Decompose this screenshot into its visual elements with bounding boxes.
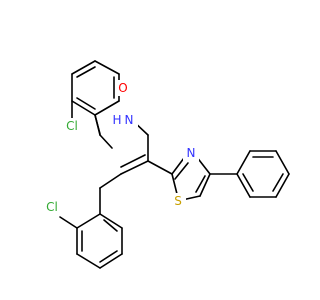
bond xyxy=(99,253,123,269)
bond-inner xyxy=(99,250,118,263)
oxygen-atom: O xyxy=(115,80,131,96)
atom-label-n: N xyxy=(187,146,196,160)
bond xyxy=(99,134,113,149)
nitrogen-atom-amide: H N xyxy=(110,110,138,128)
bond xyxy=(99,173,122,189)
atom-label-cl: Cl xyxy=(66,119,78,133)
bond xyxy=(275,173,290,198)
bond xyxy=(99,213,123,229)
bond xyxy=(71,60,96,75)
atom-label-o: O xyxy=(118,81,127,95)
bond xyxy=(94,114,101,136)
bond xyxy=(71,100,96,116)
bond xyxy=(59,216,78,229)
bond xyxy=(120,154,146,168)
bond xyxy=(174,162,189,180)
atom-label-cl: Cl xyxy=(46,200,58,214)
atom-label-s: S xyxy=(174,194,182,208)
bond xyxy=(199,173,211,197)
molecule-structure: Cl O H N Cl N S xyxy=(40,60,290,269)
nitrogen-atom-thiazole: N xyxy=(183,145,199,161)
bond xyxy=(275,150,290,175)
bond-inner xyxy=(76,97,96,110)
bond xyxy=(171,173,178,195)
bond xyxy=(195,175,206,193)
chlorine-atom: Cl xyxy=(40,199,64,215)
bond-inner xyxy=(242,173,254,192)
atom-label-n: N xyxy=(125,113,134,127)
atom-label-h: H xyxy=(112,113,121,127)
sulfur-atom: S xyxy=(170,193,186,209)
bond xyxy=(94,60,120,75)
chlorine-atom: Cl xyxy=(60,118,84,134)
bond xyxy=(120,160,149,175)
bond xyxy=(147,160,173,175)
bond xyxy=(236,173,251,198)
bond-inner xyxy=(76,66,96,78)
bond-inner xyxy=(272,173,284,192)
bond xyxy=(94,100,120,116)
atom-labels: Cl O H N Cl N S xyxy=(40,80,199,215)
main-skeleton xyxy=(59,114,290,269)
bond xyxy=(76,213,101,229)
bond xyxy=(171,157,185,175)
bond-inner xyxy=(103,219,118,232)
bond xyxy=(76,253,101,269)
bond xyxy=(236,150,251,175)
